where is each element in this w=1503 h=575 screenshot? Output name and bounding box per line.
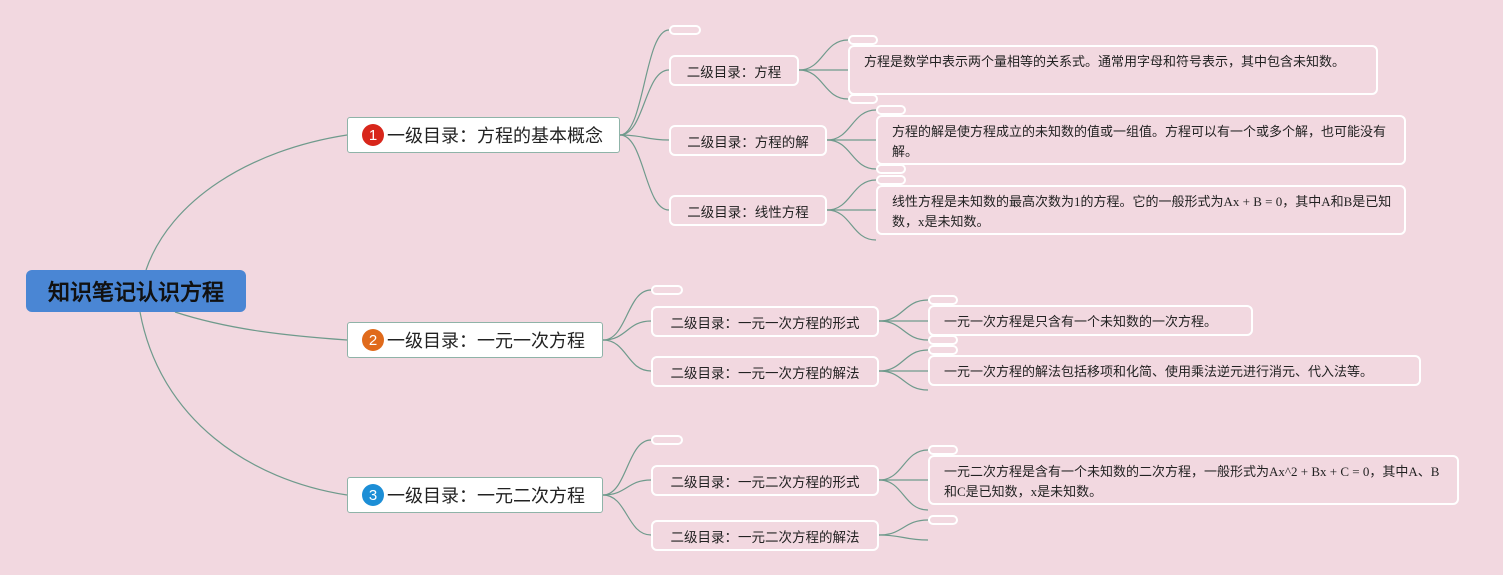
empty-topic-placeholder[interactable] <box>669 25 701 35</box>
empty-topic-placeholder[interactable] <box>928 445 958 455</box>
branch-label: 一级目录：一元二次方程 <box>387 486 585 507</box>
note-quadratic-form[interactable]: 一元二次方程是含有一个未知数的二次方程，一般形式为Ax^2 + Bx + C =… <box>928 455 1459 505</box>
leaf-link <box>798 69 849 100</box>
number-badge-icon: 2 <box>362 329 384 351</box>
leaf-link <box>878 349 929 372</box>
empty-topic-placeholder[interactable] <box>651 285 683 295</box>
subtopic-quadratic-form[interactable]: 二级目录：一元二次方程的形式 <box>651 465 879 496</box>
root-link <box>174 311 348 341</box>
leaf-link <box>878 534 929 541</box>
root-link <box>145 134 348 271</box>
branch-2-topic[interactable]: 2 一级目录：一元一次方程 <box>347 322 603 358</box>
empty-topic-placeholder[interactable] <box>928 345 958 355</box>
leaf-link <box>826 209 877 241</box>
leaf-link <box>878 320 929 341</box>
root-link <box>139 311 348 496</box>
leaf-link <box>798 39 849 71</box>
branch-link <box>619 69 670 136</box>
leaf-link <box>826 109 877 141</box>
note-equation-solution[interactable]: 方程的解是使方程成立的未知数的值或一组值。方程可以有一个或多个解，也可能没有解。 <box>876 115 1406 165</box>
empty-topic-placeholder[interactable] <box>876 164 906 174</box>
leaf-link <box>878 449 929 481</box>
subtopic-linear-equation[interactable]: 二级目录：线性方程 <box>669 195 827 226</box>
branch-link <box>602 494 652 536</box>
empty-topic-placeholder[interactable] <box>848 35 878 45</box>
empty-topic-placeholder[interactable] <box>651 435 683 445</box>
branch-link <box>602 320 652 341</box>
branch-link <box>619 29 670 136</box>
branch-link <box>602 479 652 496</box>
branch-link <box>602 439 652 496</box>
subtopic-equation[interactable]: 二级目录：方程 <box>669 55 799 86</box>
subtopic-linear-one-var-form[interactable]: 二级目录：一元一次方程的形式 <box>651 306 879 337</box>
branch-link <box>602 289 652 341</box>
branch-label: 一级目录：一元一次方程 <box>387 331 585 352</box>
empty-topic-placeholder[interactable] <box>928 335 958 345</box>
note-linear-equation[interactable]: 线性方程是未知数的最高次数为1的方程。它的一般形式为Ax + B = 0，其中A… <box>876 185 1406 235</box>
number-badge-icon: 1 <box>362 124 384 146</box>
leaf-link <box>878 299 929 322</box>
root-topic[interactable]: 知识笔记认识方程 <box>26 270 246 312</box>
leaf-link <box>878 370 929 391</box>
branch-3-topic[interactable]: 3 一级目录：一元二次方程 <box>347 477 603 513</box>
leaf-link <box>826 139 877 170</box>
subtopic-quadratic-solution[interactable]: 二级目录：一元二次方程的解法 <box>651 520 879 551</box>
note-linear-one-var-solution[interactable]: 一元一次方程的解法包括移项和化简、使用乘法逆元进行消元、代入法等。 <box>928 355 1421 386</box>
note-linear-one-var-form[interactable]: 一元一次方程是只含有一个未知数的一次方程。 <box>928 305 1253 336</box>
number-badge-icon: 3 <box>362 484 384 506</box>
branch-1-topic[interactable]: 1 一级目录：方程的基本概念 <box>347 117 620 153</box>
leaf-link <box>878 519 929 536</box>
empty-topic-placeholder[interactable] <box>848 94 878 104</box>
empty-topic-placeholder[interactable] <box>876 105 906 115</box>
branch-link <box>619 134 670 141</box>
subtopic-linear-one-var-solution[interactable]: 二级目录：一元一次方程的解法 <box>651 356 879 387</box>
leaf-link <box>878 479 929 511</box>
branch-link <box>602 339 652 372</box>
subtopic-equation-solution[interactable]: 二级目录：方程的解 <box>669 125 827 156</box>
note-equation[interactable]: 方程是数学中表示两个量相等的关系式。通常用字母和符号表示，其中包含未知数。 <box>848 45 1378 95</box>
empty-topic-placeholder[interactable] <box>876 175 906 185</box>
branch-label: 一级目录：方程的基本概念 <box>387 126 603 147</box>
leaf-link <box>826 179 877 211</box>
branch-link <box>619 134 670 211</box>
empty-topic-placeholder[interactable] <box>928 295 958 305</box>
empty-topic-placeholder[interactable] <box>928 515 958 525</box>
